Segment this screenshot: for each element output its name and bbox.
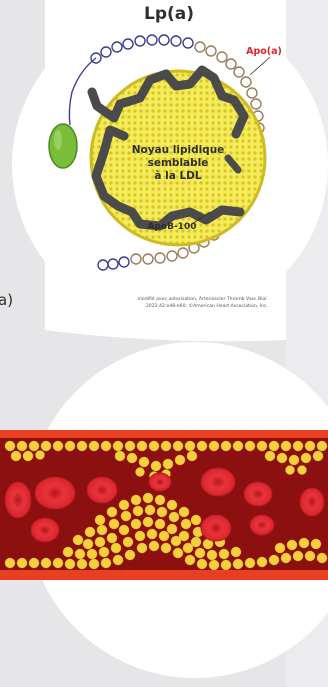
blood-vessel-illustration [0,0,328,687]
